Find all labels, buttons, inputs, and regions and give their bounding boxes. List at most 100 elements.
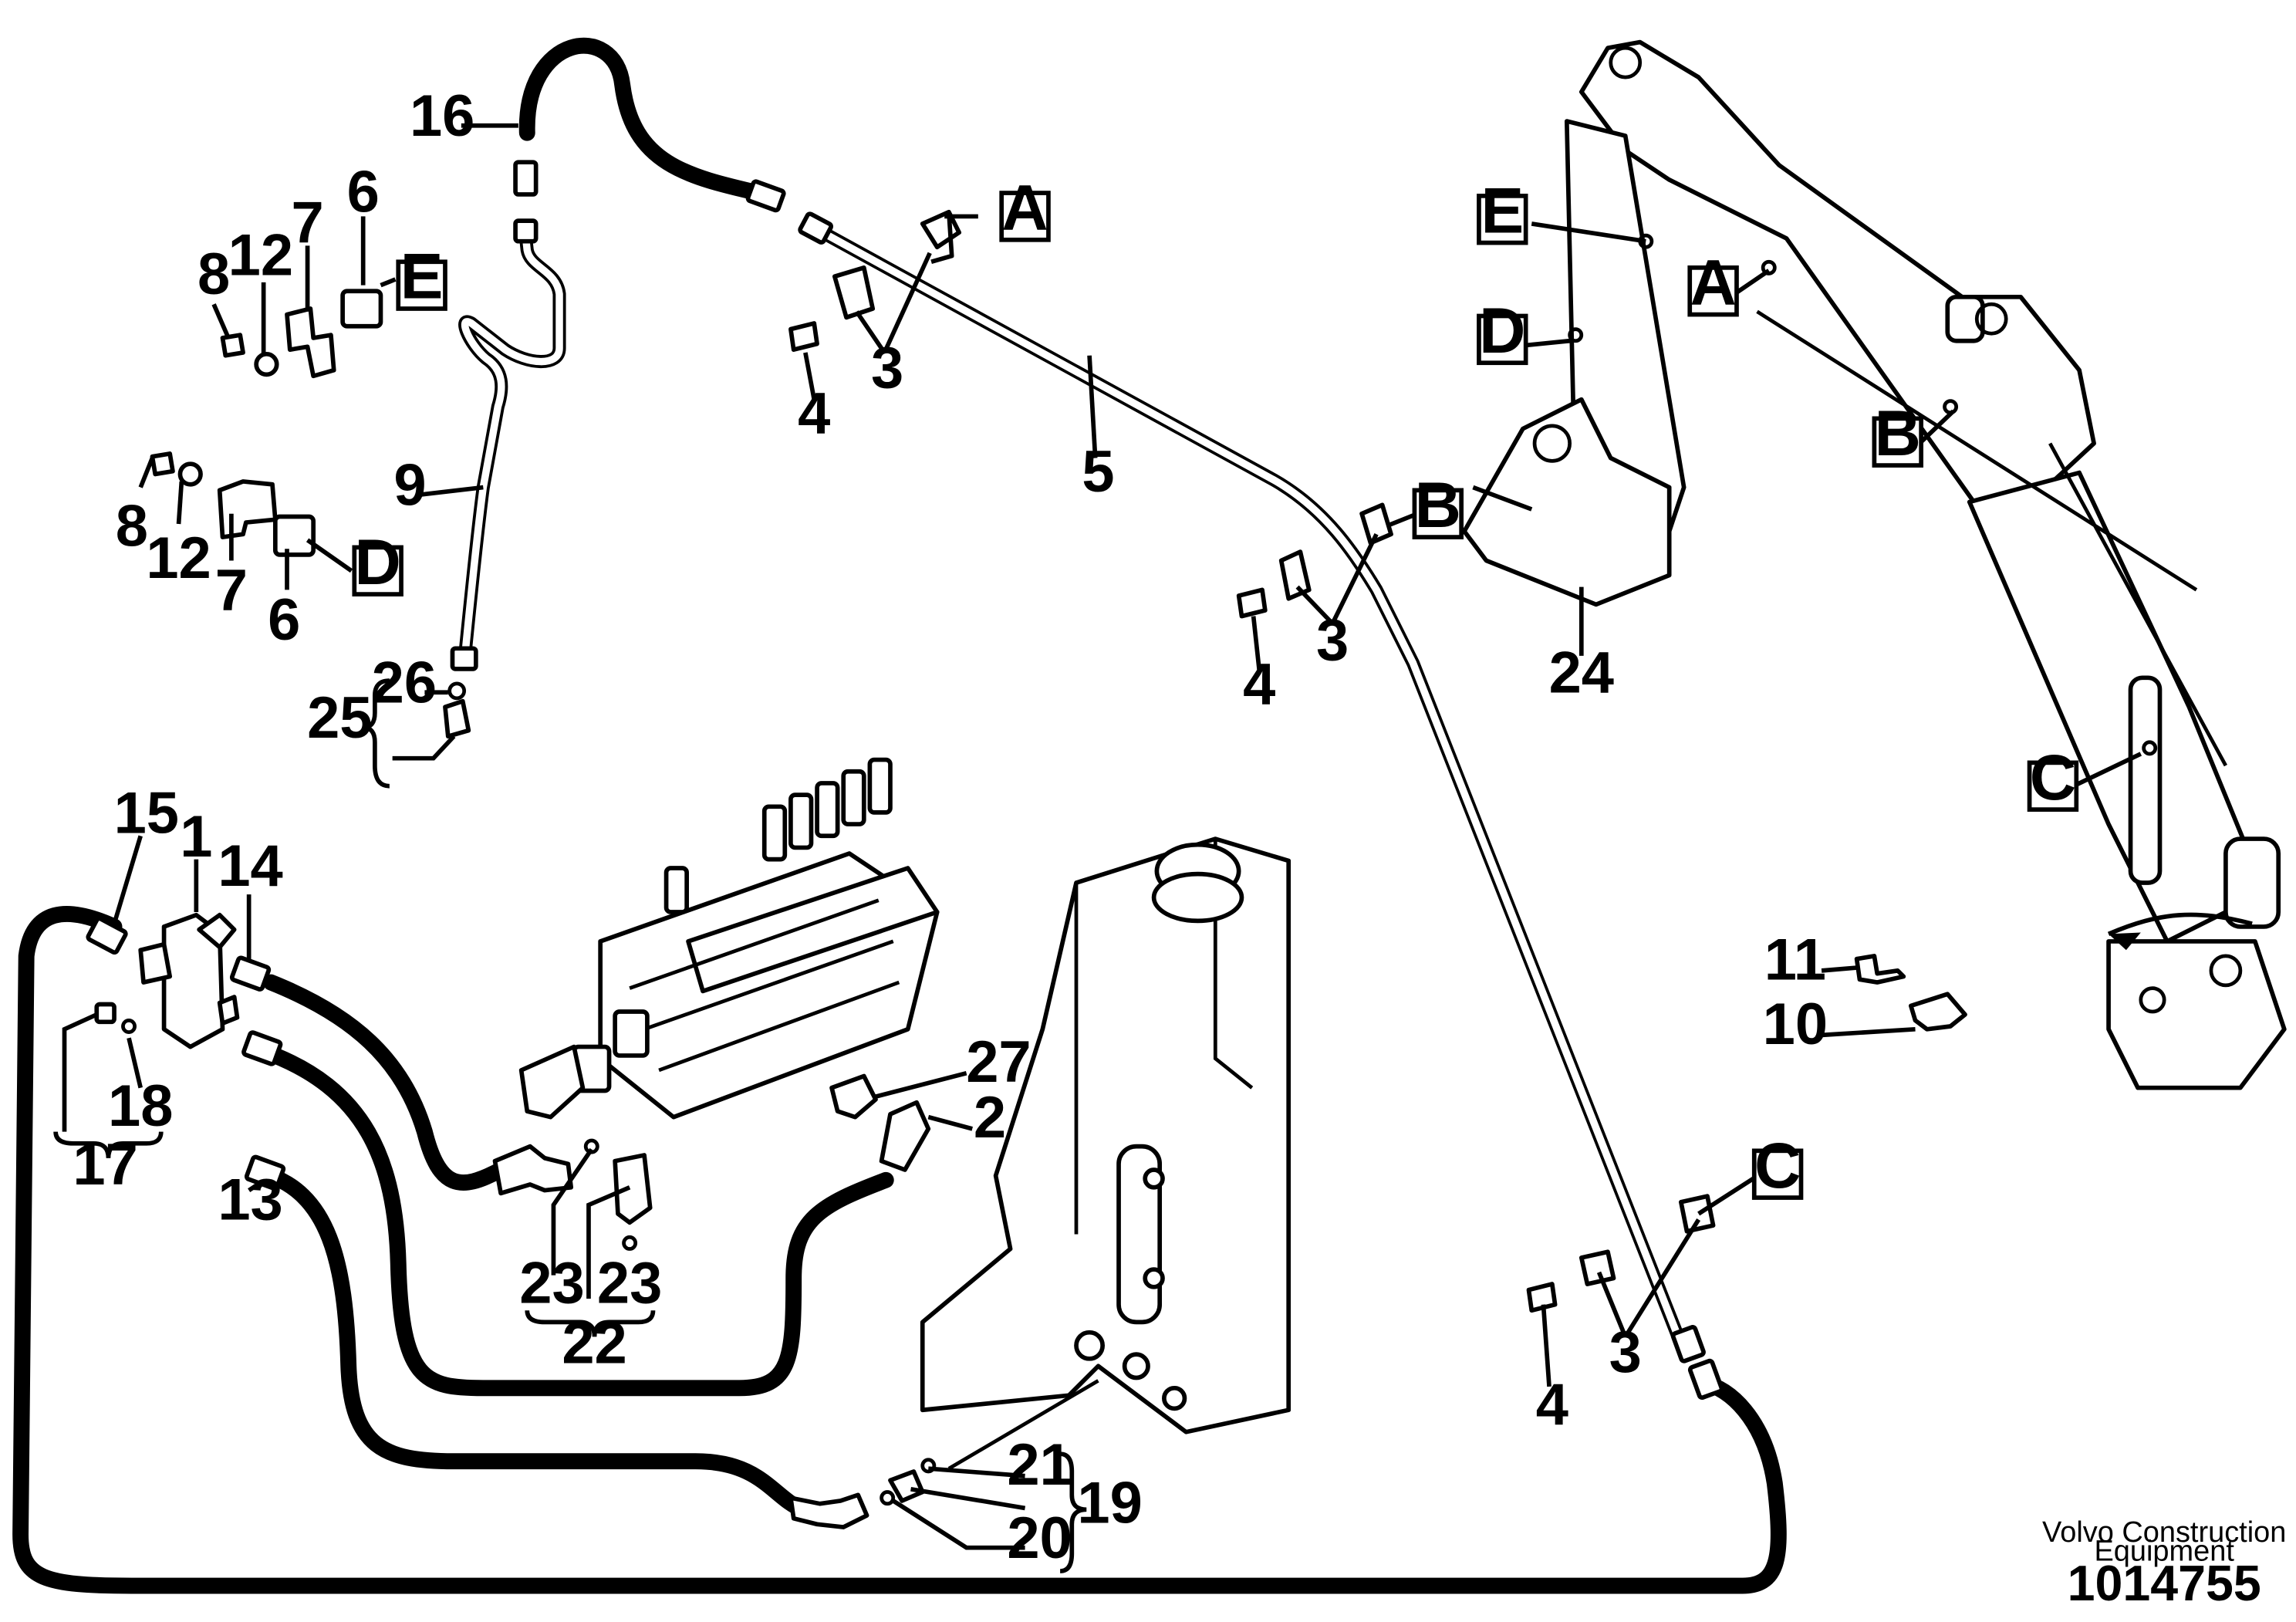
fitting-13a: [241, 1030, 283, 1066]
callout-11: 11: [1764, 927, 1826, 992]
ref-box-e-boom: E: [1477, 174, 1528, 246]
clamp-10: [1908, 992, 1967, 1032]
hose-15-loop: [12, 906, 1787, 1594]
callout-3-c: 3: [1609, 1320, 1642, 1385]
ref-box-a-tube: A: [999, 171, 1051, 244]
elbow-2: [879, 1100, 931, 1172]
callout-12-upper: 12: [228, 222, 293, 288]
callout-19: 19: [1077, 1470, 1142, 1536]
bolt-4c: [1526, 1282, 1558, 1313]
block-6-upper: [340, 289, 383, 329]
clamp-7-upper: [285, 306, 336, 379]
publisher-line-2: Equipment: [2094, 1536, 2234, 1568]
callout-6-lower: 6: [268, 587, 300, 653]
ref-b-boom-label: B: [1875, 397, 1921, 469]
clamp-a-upper: [920, 209, 962, 265]
callout-22: 22: [562, 1311, 626, 1377]
clamp-b-lower: [1278, 549, 1312, 601]
port-27: [829, 1073, 878, 1120]
leader-lines: [53, 123, 2142, 1573]
main-control-valve: [518, 757, 940, 1251]
ref-d-label: D: [355, 525, 401, 598]
clamps: [150, 209, 1967, 1313]
ref-box-c-boom: C: [2027, 741, 2079, 813]
bolt-11: [1854, 954, 1906, 985]
hose-to-fitting-2: [255, 1042, 894, 1397]
hose-16: [518, 37, 773, 203]
callout-17: 17: [73, 1132, 137, 1198]
ref-box-e-clamp: E: [396, 240, 447, 313]
oring-26: [447, 681, 467, 701]
solenoid-valve-1: [94, 912, 240, 1049]
ref-c-label: C: [1754, 1129, 1801, 1201]
hose-fittings: [86, 160, 1724, 1529]
callout-8-lower: 8: [116, 493, 148, 559]
tube-5-nut: [798, 211, 833, 245]
washer-12-upper: [254, 351, 279, 377]
callout-7-upper: 7: [291, 191, 323, 256]
block-6-lower: [272, 514, 316, 557]
fitting-14: [229, 955, 272, 992]
ref-box-d-boom: D: [1477, 294, 1528, 367]
callout-15: 15: [114, 780, 179, 846]
callout-5: 5: [1082, 439, 1114, 505]
ref-box-c-tube: C: [1751, 1129, 1804, 1201]
clamp-c-lower: [1578, 1249, 1616, 1286]
callout-14: 14: [218, 833, 282, 899]
callout-4-c: 4: [1536, 1372, 1568, 1438]
bolt-4b: [1236, 587, 1268, 619]
washer-12-lower: [177, 461, 203, 487]
fitting-15: [86, 916, 128, 955]
callout-13: 13: [218, 1168, 282, 1233]
boom-arm: [1462, 39, 2287, 1090]
callout-25: 25: [307, 685, 372, 751]
callout-3-b: 3: [1316, 608, 1349, 674]
ref-box-a-boom: A: [1687, 245, 1739, 318]
ref-e-boom-label: E: [1481, 174, 1524, 246]
callout-12-lower: 12: [146, 525, 211, 591]
footer: Volvo Construction Equipment 1014755: [2042, 1516, 2286, 1611]
callout-24: 24: [1549, 640, 1614, 705]
ref-a-label: A: [1001, 171, 1048, 244]
callout-4-b: 4: [1243, 651, 1275, 717]
clamp-7-lower: [217, 479, 278, 539]
ref-box-b-tube: B: [1412, 468, 1464, 541]
callout-8-upper: 8: [198, 242, 230, 307]
hose-13: [252, 1164, 811, 1518]
tee-22: [613, 1153, 653, 1225]
connector-25: [443, 698, 471, 739]
clamp-a-lower: [832, 265, 876, 320]
hoses: [12, 37, 1787, 1594]
ref-box-b-boom: B: [1872, 397, 1923, 469]
clamp-c-upper: [1679, 1194, 1716, 1234]
callout-20: 20: [1007, 1505, 1072, 1571]
elbow-valve: [492, 1144, 574, 1196]
callout-23-a: 23: [519, 1251, 584, 1316]
tube-5-inner: [818, 228, 1685, 1346]
callout-16: 16: [410, 83, 474, 149]
callout-27: 27: [966, 1029, 1031, 1095]
callout-10: 10: [1763, 992, 1828, 1057]
fitting-16: [513, 160, 539, 197]
nipple-19: [888, 1469, 925, 1503]
ref-d-boom-label: D: [1479, 294, 1525, 367]
callout-21: 21: [1007, 1432, 1072, 1498]
ref-c-boom-label: C: [2030, 741, 2076, 813]
publisher-line-1: Volvo Construction: [2042, 1516, 2286, 1549]
detail-ref-boxes: A E D B C E A D: [352, 171, 2079, 1201]
tube-9-outer: [458, 222, 566, 650]
bolt-8-lower: [150, 451, 175, 477]
callout-18: 18: [108, 1073, 173, 1139]
fitting-16-end: [745, 179, 786, 213]
fitting-c-end: [1687, 1358, 1724, 1400]
tube-c-nut: [1670, 1325, 1706, 1363]
callout-23-b: 23: [597, 1251, 662, 1316]
callout-1: 1: [180, 804, 212, 870]
hose-14: [262, 974, 506, 1191]
nut-16: [513, 218, 539, 244]
tube-9-inner: [461, 223, 563, 649]
callout-6-upper: 6: [347, 160, 380, 225]
callout-4-a: 4: [798, 380, 830, 446]
hydraulic-tank: [880, 836, 1292, 1506]
